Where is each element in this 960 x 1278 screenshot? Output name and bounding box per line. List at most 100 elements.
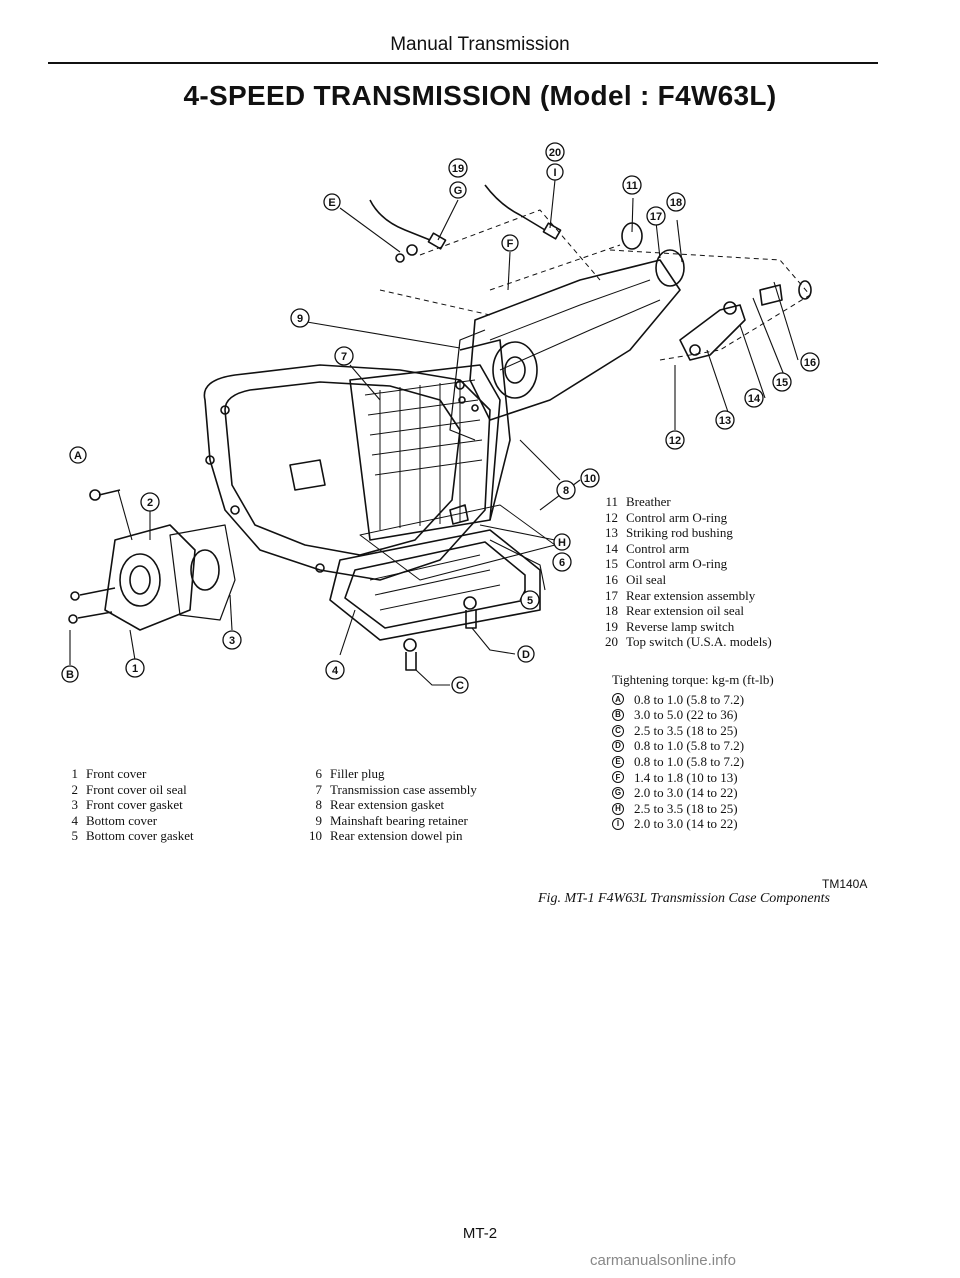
callout-18: 18 [666, 192, 686, 212]
front-cover-drawing [68, 489, 236, 631]
figure-caption: Fig. MT-1 F4W63L Transmission Case Compo… [538, 891, 830, 906]
control-arm-drawing [679, 280, 812, 361]
callout-A: A [69, 446, 87, 464]
svg-text:G: G [454, 185, 463, 197]
svg-text:12: 12 [669, 435, 681, 447]
svg-text:H: H [558, 537, 566, 549]
svg-text:D: D [522, 649, 530, 661]
callout-20: 20 [545, 142, 565, 162]
callout-2: 2 [140, 492, 160, 512]
callout-7: 7 [334, 346, 354, 366]
svg-text:9: 9 [297, 313, 303, 325]
svg-text:6: 6 [559, 557, 565, 569]
svg-text:15: 15 [776, 377, 788, 389]
svg-text:14: 14 [748, 393, 761, 405]
callout-14: 14 [744, 388, 764, 408]
callout-12: 12 [665, 430, 685, 450]
svg-text:A: A [74, 450, 82, 462]
callout-16: 16 [800, 352, 820, 372]
svg-text:7: 7 [341, 351, 347, 363]
callout-11: 11 [622, 175, 642, 195]
callout-5: 5 [520, 590, 540, 610]
callout-9: 9 [290, 308, 310, 328]
torque-letter-badge: H [612, 802, 624, 815]
switch-drawing [369, 184, 562, 263]
svg-text:16: 16 [804, 357, 816, 369]
header-rule [48, 62, 878, 64]
figure-code: TM140A [822, 877, 868, 891]
callout-D: D [517, 645, 535, 663]
callout-17: 17 [646, 206, 666, 226]
transmission-case-drawing [203, 339, 511, 581]
svg-text:1: 1 [132, 663, 138, 675]
callout-B: B [61, 665, 79, 683]
svg-text:C: C [456, 680, 464, 692]
plug-drawing [403, 504, 477, 671]
svg-text:20: 20 [549, 147, 561, 159]
svg-text:F: F [507, 238, 514, 250]
page-header: Manual Transmission [390, 34, 570, 55]
callout-4: 4 [325, 660, 345, 680]
callout-10: 10 [580, 468, 600, 488]
torque-letter-badge: B [612, 708, 624, 721]
torque-letter-badge: F [612, 771, 624, 784]
callout-13: 13 [715, 410, 735, 430]
exploded-view-diagram: 19 G 20 I E F 11 17 18 16 15 14 13 12 9 … [61, 142, 820, 694]
callout-G: G [449, 181, 467, 199]
page-title: 4-SPEED TRANSMISSION (Model : F4W63L) [183, 80, 777, 111]
svg-text:I: I [553, 167, 556, 179]
svg-text:18: 18 [670, 197, 682, 209]
watermark: carmanualsonline.info [590, 1252, 736, 1269]
svg-text:E: E [328, 197, 335, 209]
bottom-cover-drawing [329, 504, 556, 641]
page-number: MT-2 [462, 1225, 498, 1242]
svg-text:4: 4 [332, 665, 339, 677]
torque-letter-badge: C [612, 724, 624, 737]
torque-letter-badge: D [612, 740, 624, 753]
torque-letter-badge: A [612, 693, 624, 706]
svg-text:5: 5 [527, 595, 533, 607]
torque-heading: Tightening torque: kg-m (ft-lb) [612, 672, 774, 687]
svg-text:10: 10 [584, 473, 596, 485]
callout-F: F [501, 234, 519, 252]
svg-text:B: B [66, 669, 74, 681]
callout-C: C [451, 676, 469, 694]
torque-letter-badge: G [612, 786, 624, 799]
callout-3: 3 [222, 630, 242, 650]
svg-text:17: 17 [650, 211, 662, 223]
callout-19: 19 [448, 158, 468, 178]
callout-I: I [546, 163, 564, 181]
callout-E: E [323, 193, 341, 211]
torque-letter-badge: I [612, 818, 624, 831]
svg-text:2: 2 [147, 497, 153, 509]
svg-text:11: 11 [626, 180, 638, 192]
